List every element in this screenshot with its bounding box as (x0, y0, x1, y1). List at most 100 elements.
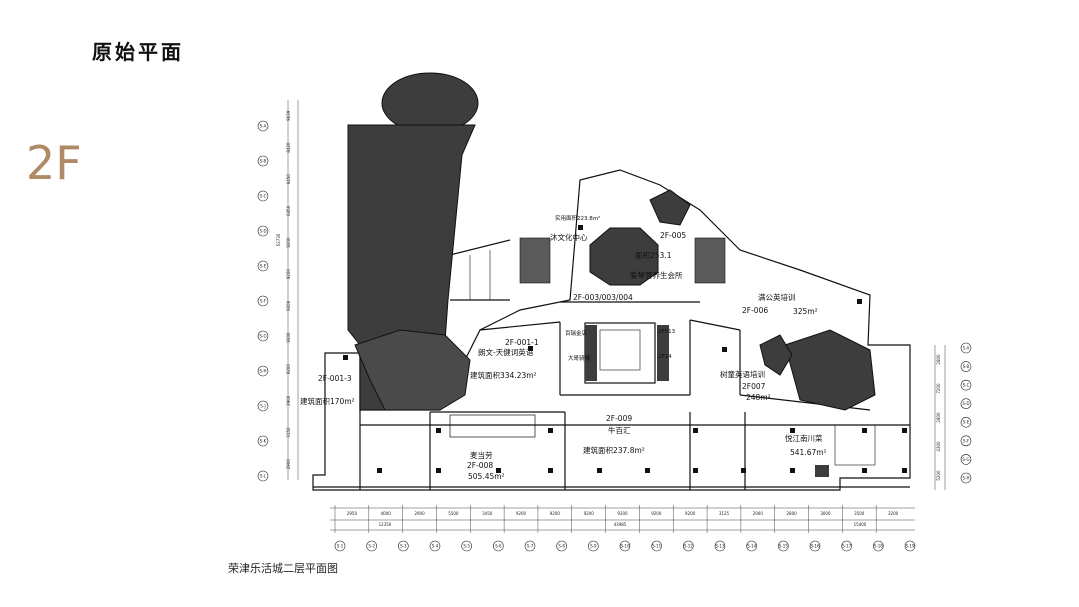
unit-2f-006-area: 325m² (793, 307, 818, 316)
left-dimension-value: 3150 (286, 427, 291, 438)
axis-bubble-label: S-16 (810, 543, 820, 548)
floor-label: 2F (26, 136, 82, 190)
axis-bubble (960, 435, 972, 447)
bottom-dimension-value: 9200 (651, 511, 662, 516)
axis-bubble-label: S-18 (874, 543, 884, 548)
unit-2f007-id: 2F007 (742, 382, 766, 391)
axis-bubble-label: S-4 (432, 543, 439, 548)
axis-bubble (257, 155, 269, 167)
unit-arcade: 大哥骑楼 (568, 354, 591, 362)
axis-bubble (257, 225, 269, 237)
axis-bubble-label: S-K (260, 438, 267, 443)
left-dimension-value: 6450 (286, 205, 291, 216)
axis-bubble (714, 540, 726, 552)
axis-bubble-label: S-5 (463, 543, 470, 548)
unit-2f-001-3-area: 建筑面积170m² (300, 396, 355, 406)
axis-bubble (257, 435, 269, 447)
tower-block (347, 72, 876, 477)
axis-bubble (257, 190, 269, 202)
axis-bubble (904, 540, 916, 552)
axis-bubble (257, 400, 269, 412)
axis-bubble (334, 540, 346, 552)
axis-bubble (588, 540, 599, 552)
unit-2f-005-name: 爱琴营养生会所 (630, 270, 683, 280)
axis-bubble-label: S-8 (558, 543, 565, 548)
axis-bubble-label: S-H (260, 368, 267, 373)
axis-bubble-label: S-D (962, 401, 969, 406)
axis-bubble-label: S-7 (527, 543, 534, 548)
bottom-dimension-value: 9200 (550, 511, 561, 516)
axis-bubble-label: S-J (260, 403, 265, 408)
axis-bubble-label: S-E (963, 420, 970, 425)
axis-bubble (960, 398, 972, 410)
left-dimension-value: 8420 (286, 142, 291, 153)
page-heading: 原始平面 (92, 40, 184, 64)
dimension-lines (287, 100, 946, 531)
axis-bubble (257, 470, 269, 482)
column-grid (343, 225, 907, 473)
axis-bubble (960, 342, 972, 354)
bottom-dimension-value: 3450 (482, 511, 493, 516)
left-dimension-value: 9200 (286, 237, 291, 248)
left-dimensions: 9639842064506450920092009200920092002900… (276, 110, 291, 469)
axis-bubble-label: S-C (260, 193, 267, 198)
bottom-dimension-value: 9200 (617, 511, 628, 516)
bottom-dimension-value: 5500 (448, 511, 459, 516)
right-dimension-value: 2800 (936, 354, 941, 365)
unit-2f-008-id: 2F-008 (467, 461, 493, 470)
left-dimension-value: 9200 (286, 332, 291, 343)
unit-2f-006-id: 2F-006 (742, 306, 768, 315)
axis-bubble-label: S-12 (684, 543, 694, 548)
axis-bubble (841, 540, 852, 552)
bottom-dimension-total: 43985 (614, 522, 627, 527)
axis-bubble-label: S-D (259, 228, 266, 233)
left-dimension-value: 9200 (286, 300, 291, 311)
axis-bubble (257, 330, 269, 342)
bottom-dimension-value: 3000 (820, 511, 831, 516)
unit-sichuan-area: 541.67m² (790, 448, 827, 457)
axis-bubble (257, 120, 269, 132)
axis-bubble-label: S-1 (337, 543, 344, 548)
axis-bubble-label: S-9 (590, 543, 597, 548)
axis-bubble-label: S-G (962, 457, 969, 462)
axis-bubble-label: S-19 (905, 543, 915, 548)
axis-bubble (398, 540, 409, 552)
axis-bubble-label: S-B (260, 158, 267, 163)
axis-bubble (619, 540, 631, 552)
axis-bubble (257, 260, 269, 272)
unit-2f-003-id: 2F-003/003/004 (573, 293, 633, 302)
axis-bubble-label: S-11 (652, 543, 662, 548)
bottom-dimension-value: 2800 (787, 511, 798, 516)
axis-bubble (257, 365, 269, 377)
bottom-dimension-value: 2900 (753, 511, 764, 516)
axis-bubble-label: S-G (259, 333, 266, 338)
axis-bubble-label: S-F (260, 298, 267, 303)
unit-2f-005-area: 面积253.1 (635, 250, 672, 260)
axis-bubble-label: S-3 (400, 543, 407, 548)
axis-bubble (257, 295, 269, 307)
unit-2f007-area: 248m² (746, 393, 771, 402)
left-axis-bubbles: S-AS-BS-CS-DS-ES-FS-GS-HS-JS-KS-L (257, 120, 269, 482)
unit-2f-009-id: 2F-009 (606, 414, 632, 423)
unit-2f-006-name: 满公英培训 (758, 292, 796, 302)
axis-bubble (960, 454, 972, 465)
unit-2f-001-1-area: 建筑面积334.23m² (470, 370, 537, 380)
right-dimension-value: 5200 (936, 470, 941, 481)
unit-2f-001-1-id: 2F-001-1 (505, 338, 539, 347)
axis-bubble-label: S-E (260, 263, 267, 268)
axis-bubble (746, 540, 757, 552)
axis-bubble-label: S-17 (842, 543, 852, 548)
bottom-dimension-value: 2900 (414, 511, 425, 516)
unit-2f007-name: 树童英语培训 (720, 369, 765, 379)
bottom-dimension-value: 9200 (685, 511, 696, 516)
left-dimension-value: 2900 (286, 459, 291, 470)
unit-2f14-id: 2F14 (658, 354, 672, 360)
right-axis-bubbles: S-AS-BS-CS-DS-ES-FS-GS-H (960, 342, 972, 484)
bottom-dimension-value: 9200 (584, 511, 595, 516)
bottom-dimension-value: 3500 (854, 511, 865, 516)
axis-bubble-label: S-A (963, 345, 970, 350)
left-dimension-value: 9200 (286, 364, 291, 375)
unit-2f-008-name: 麦当劳 (470, 450, 493, 460)
